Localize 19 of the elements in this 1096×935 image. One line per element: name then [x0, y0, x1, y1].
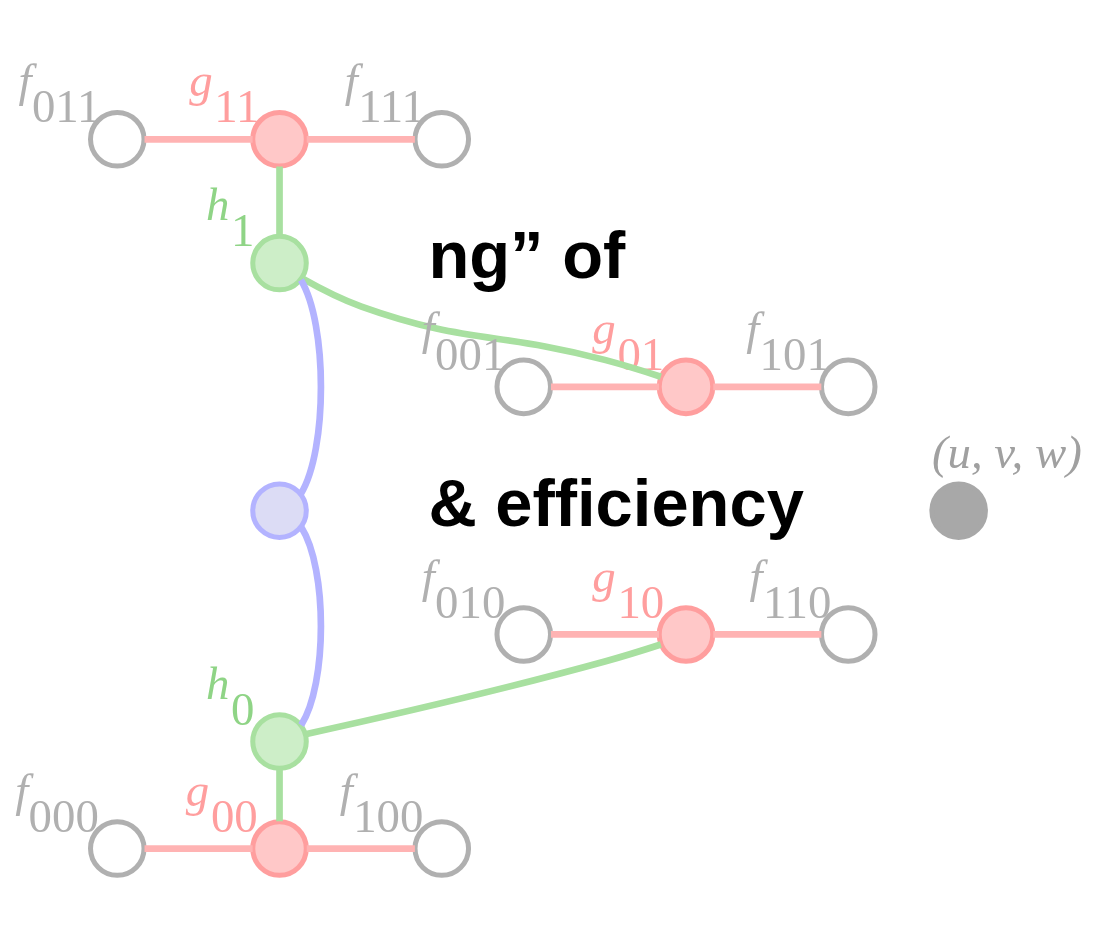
connector	[713, 383, 822, 390]
connector	[306, 844, 415, 852]
connector	[297, 278, 325, 495]
node-label: (u, v, w)	[931, 425, 1082, 478]
connector	[304, 640, 662, 737]
node-circle	[250, 233, 309, 292]
connector	[144, 135, 253, 143]
connector	[551, 383, 660, 390]
connector	[713, 630, 822, 638]
connector	[306, 135, 415, 143]
connector	[298, 525, 325, 727]
node-circle	[250, 480, 309, 540]
connector	[276, 767, 283, 821]
connector	[276, 166, 283, 236]
node-circle	[929, 480, 988, 540]
label: & efficiency	[428, 464, 804, 540]
label: ng” of	[428, 216, 626, 292]
connector	[551, 630, 660, 638]
connector	[144, 844, 253, 852]
